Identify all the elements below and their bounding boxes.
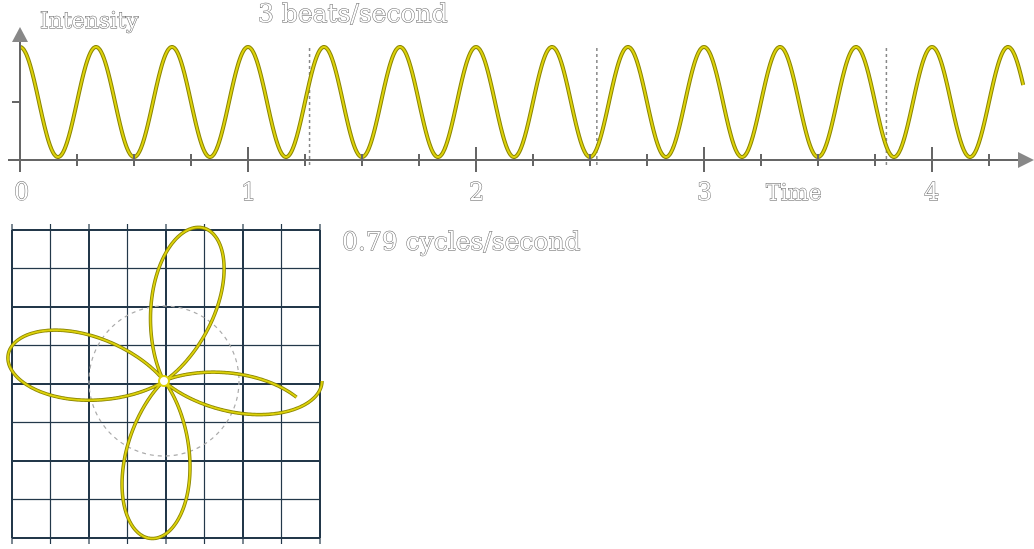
x-tick-label-3: 3 xyxy=(697,178,712,206)
x-tick-label-4: 4 xyxy=(924,178,939,206)
winding-center-dot xyxy=(158,375,170,387)
beat-title: 3 beats/second xyxy=(258,0,448,28)
x-tick-label-0: 0 xyxy=(14,178,29,206)
y-axis-label: Intensity xyxy=(40,9,139,34)
beat-plot: Intensity 3 beats/second Time 0 1 2 3 4 xyxy=(8,0,1034,206)
beat-curve-outline xyxy=(19,44,1026,160)
x-axis-label: Time xyxy=(766,181,822,206)
winding-plot: 0.79 cycles/second xyxy=(6,224,581,544)
x-ticks xyxy=(19,147,990,172)
x-axis-arrow-icon xyxy=(1018,152,1034,168)
beat-curve xyxy=(19,45,1025,159)
x-tick-label-1: 1 xyxy=(241,178,256,206)
winding-curve xyxy=(7,226,323,540)
winding-frequency-label: 0.79 cycles/second xyxy=(342,227,581,256)
y-axis-arrow-icon xyxy=(12,27,28,42)
x-tick-label-2: 2 xyxy=(469,178,484,206)
reference-circle xyxy=(88,305,240,457)
